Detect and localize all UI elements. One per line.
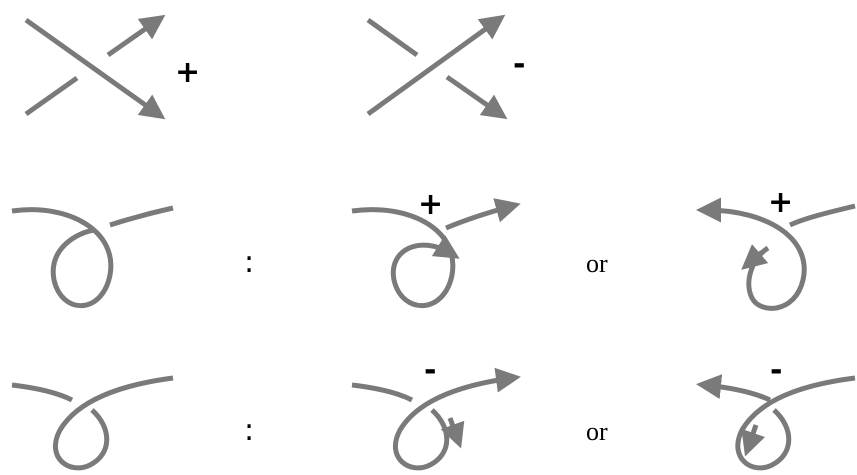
curl-strand-under: [788, 203, 856, 228]
row-2-variant-a-sign: -: [424, 353, 436, 388]
curl-small-arrow: [741, 244, 769, 270]
curl-strand-under: [109, 205, 174, 228]
curl-strand-under: [351, 382, 414, 403]
curl-strand-under: [11, 382, 74, 403]
curl-strand-under-arrow: [696, 374, 772, 403]
curl-strand-over-arrow: [696, 197, 807, 311]
row-1-variant-b-sign: +: [768, 185, 793, 220]
under-strand-lower-arrow: [445, 74, 508, 120]
positive-crossing: [24, 14, 166, 120]
curl-small-arrow: [440, 417, 465, 449]
row-2-or: or: [586, 417, 608, 446]
curl-row-1-variant-a: [351, 198, 521, 309]
under-strand-upper: [366, 17, 419, 58]
row-2-variant-b-sign: -: [770, 353, 782, 388]
curl-row-2-variant-a: [351, 367, 521, 471]
curl-strand-over: [735, 375, 856, 471]
curl-strand-under-arrow: [445, 198, 521, 231]
curl-row-2-unoriented: [11, 375, 174, 471]
curl-row-2-variant-b: [696, 374, 856, 471]
curl-row-1-variant-b: [696, 197, 856, 311]
curl-strand-over: [52, 375, 174, 471]
curl-small-arrow: [741, 424, 766, 457]
row-2-separator: :: [244, 413, 254, 448]
positive-sign: +: [175, 55, 200, 90]
negative-sign: -: [513, 47, 525, 82]
over-strand-arrow: [24, 17, 166, 120]
row-1-or: or: [586, 249, 608, 278]
curl-strand-over-arrow: [351, 207, 460, 309]
curl-row-1-unoriented: [11, 205, 174, 309]
under-strand-upper-arrow: [106, 14, 166, 58]
curl-strand-over: [11, 207, 114, 309]
under-strand-lower: [24, 75, 79, 117]
negative-crossing: [366, 14, 508, 120]
row-1-variant-a-sign: +: [418, 187, 443, 222]
over-strand-arrow: [366, 14, 506, 117]
row-1-separator: :: [244, 245, 254, 280]
